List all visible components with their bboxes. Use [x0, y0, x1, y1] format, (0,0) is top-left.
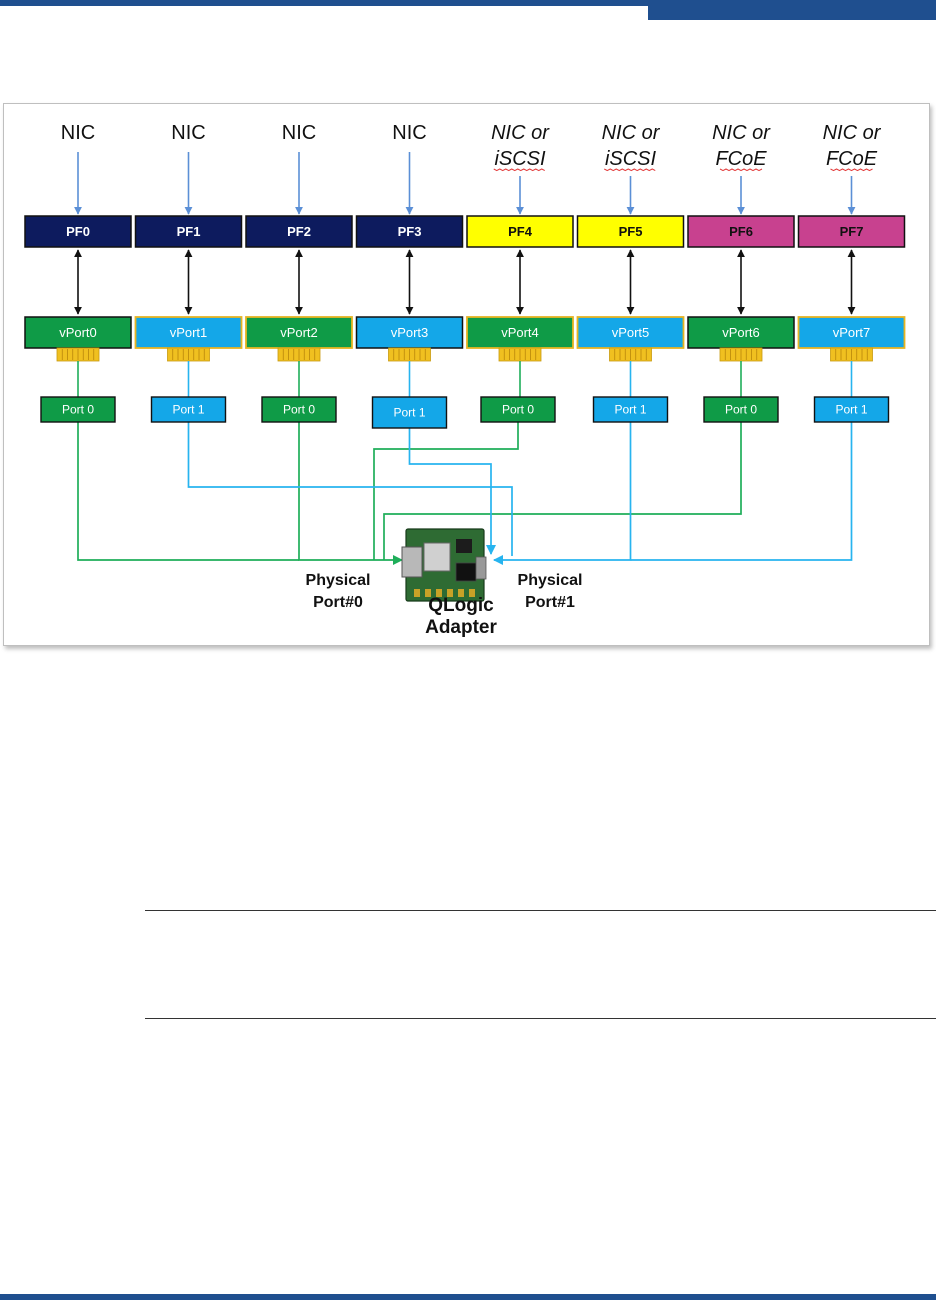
vport-box: [466, 316, 574, 349]
spellcheck-squiggle: [830, 168, 873, 172]
function-type-label: NIC: [171, 122, 205, 144]
pf-box: [134, 215, 243, 248]
vport-box: [797, 316, 906, 349]
function-type-label: NIC: [392, 122, 426, 144]
vport-label: vPort3: [391, 325, 429, 340]
header-tab: [648, 0, 936, 20]
adapter-component: [455, 562, 477, 582]
function-type-label: NIC: [61, 122, 95, 144]
function-type-label: NIC or: [823, 122, 882, 144]
function-type-label: iSCSI: [494, 148, 546, 170]
vport-box: [24, 316, 132, 349]
pf-box: [245, 215, 353, 248]
port-label: Port 1: [393, 406, 425, 420]
function-type-label: iSCSI: [605, 148, 657, 170]
vport-label: vPort6: [722, 325, 760, 340]
note-rule-bottom: [145, 1018, 936, 1019]
function-type-label: FCoE: [715, 148, 767, 170]
vport-label: vPort0: [59, 325, 97, 340]
pf-box: [576, 215, 685, 248]
vport-label: vPort2: [280, 325, 318, 340]
pf-label: PF2: [287, 224, 311, 239]
route-port1-pf3: [408, 428, 497, 556]
route-port0-pf0: [77, 422, 299, 561]
port-box: [480, 396, 556, 423]
adapter-label: Adapter: [425, 617, 497, 638]
npar-diagram: NIC NIC NIC NIC NIC or iSCSI NIC or iSCSI NIC or…: [24, 122, 906, 638]
pf-box: [466, 215, 574, 248]
adapter-sfp-cage: [401, 546, 423, 578]
adapter-contact: [425, 589, 431, 597]
route-port0-pf4: [373, 422, 519, 560]
spellcheck-squiggle: [719, 168, 763, 172]
adapter-label: QLogic: [428, 595, 494, 616]
pf-label: PF3: [398, 224, 422, 239]
physical-port-1-label: Port#1: [525, 594, 575, 611]
route-port1-pf7: [630, 422, 853, 561]
port-label: Port 0: [283, 403, 315, 417]
note-rule-top: [145, 910, 936, 911]
adapter-contact: [436, 589, 442, 597]
port-label: Port 1: [614, 403, 646, 417]
vport-label: vPort7: [833, 325, 871, 340]
adapter-component: [456, 539, 472, 553]
port-box: [371, 396, 448, 429]
spellcheck-squiggle: [604, 168, 656, 172]
physical-port-1-label: Physical: [518, 572, 583, 589]
function-type-label: FCoE: [826, 148, 878, 170]
port-box: [261, 396, 337, 423]
function-type-label: NIC or: [602, 122, 661, 144]
function-type-label: NIC: [282, 122, 316, 144]
port-label: Port 0: [502, 403, 534, 417]
pf-label: PF5: [619, 224, 643, 239]
pf-box: [355, 215, 464, 248]
vport-box: [245, 316, 353, 349]
port-box: [813, 396, 890, 423]
port-box: [703, 396, 779, 423]
route-port0-pf2: [298, 422, 404, 566]
adapter-bracket: [475, 556, 487, 580]
vport-box: [134, 316, 243, 349]
pf-box: [687, 215, 795, 248]
function-type-label: NIC or: [491, 122, 550, 144]
port-label: Port 1: [172, 403, 204, 417]
physical-port-0-label: Physical: [306, 572, 371, 589]
port-box: [150, 396, 227, 423]
vport-label: vPort5: [612, 325, 650, 340]
port-label: Port 0: [62, 403, 94, 417]
route-port0-pf6: [383, 422, 742, 560]
diagram-frame: NIC NIC NIC NIC NIC or iSCSI NIC or iSCSI NIC or…: [3, 103, 930, 646]
port-box: [40, 396, 116, 423]
pf-label: PF0: [66, 224, 90, 239]
vport-label: vPort4: [501, 325, 539, 340]
route-port1-pf5: [492, 422, 632, 566]
footer-bar: [0, 1294, 936, 1300]
header-bar: [0, 0, 936, 6]
port-label: Port 0: [725, 403, 757, 417]
pf-label: PF6: [729, 224, 753, 239]
port-label: Port 1: [835, 403, 867, 417]
route-port1-pf1: [187, 422, 513, 556]
adapter-contact: [469, 589, 475, 597]
adapter-contact: [414, 589, 420, 597]
pf-label: PF4: [508, 224, 533, 239]
function-type-label: NIC or: [712, 122, 771, 144]
pf-box: [797, 215, 906, 248]
adapter-contact: [458, 589, 464, 597]
pf-label: PF7: [840, 224, 864, 239]
physical-port-0-label: Port#0: [313, 594, 363, 611]
vport-label: vPort1: [170, 325, 208, 340]
pf-box: [24, 215, 132, 248]
adapter-contact: [447, 589, 453, 597]
port-box: [592, 396, 669, 423]
vport-box: [576, 316, 685, 349]
adapter-chip: [423, 542, 451, 572]
spellcheck-squiggle: [493, 168, 545, 172]
pf-label: PF1: [177, 224, 201, 239]
